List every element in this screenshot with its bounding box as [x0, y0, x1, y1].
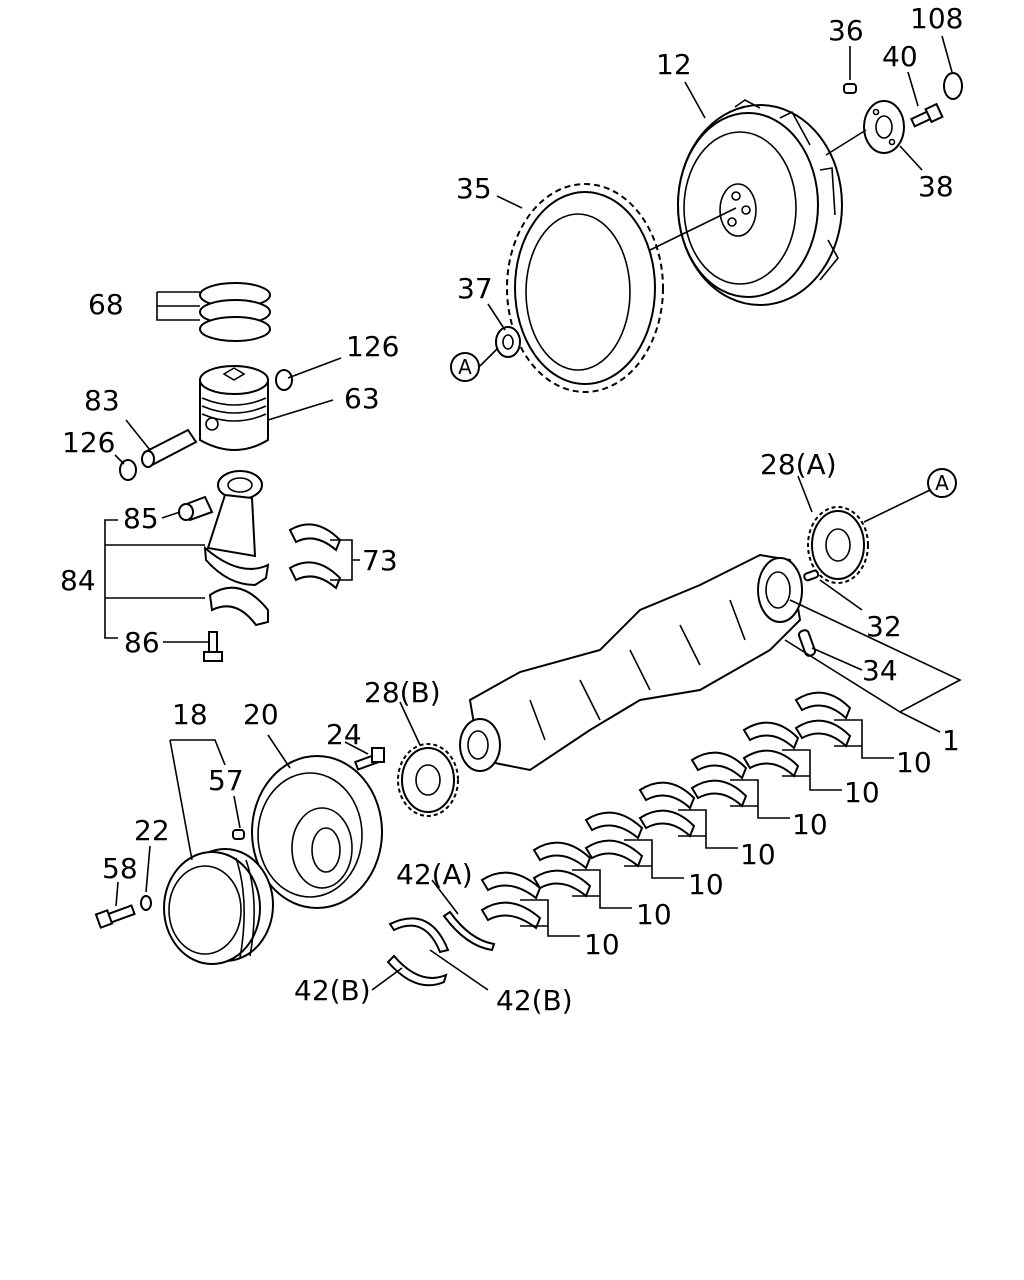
label-10-b: 10: [844, 776, 880, 809]
damper: [251, 755, 383, 909]
label-42b-right: 42(B): [496, 984, 573, 1017]
piston-rings: [199, 282, 271, 342]
pulley: [163, 848, 274, 965]
label-85: 85: [123, 502, 159, 535]
leader-lines: [104, 35, 962, 991]
label-32: 32: [866, 610, 902, 643]
piston-pin: [141, 428, 198, 468]
o-ring-108: [943, 72, 963, 100]
crank-gear-b: [397, 743, 459, 817]
washer-22: [140, 895, 152, 911]
callout-a-left-text: A: [458, 355, 472, 379]
flange-bolt: [910, 102, 944, 128]
part-labels: 36 108 40 12 35 38 37 68 126 63 83 126 2…: [60, 2, 963, 1017]
label-126-right: 126: [346, 330, 399, 363]
rod-bearings: [288, 523, 342, 590]
label-73: 73: [362, 544, 398, 577]
label-24: 24: [326, 718, 362, 751]
label-28a: 28(A): [760, 448, 837, 481]
label-10-d: 10: [740, 838, 776, 871]
label-68: 68: [88, 288, 124, 321]
label-42a: 42(A): [396, 858, 473, 891]
snap-ring-126-right: [275, 369, 293, 391]
flywheel: [677, 99, 843, 306]
label-20: 20: [243, 698, 279, 731]
label-63: 63: [344, 382, 380, 415]
small-end-bushing: [178, 495, 214, 522]
pin-57: [232, 829, 245, 840]
rod-cap: [208, 586, 269, 627]
main-bearings: [480, 691, 852, 930]
thrust-washers: [386, 910, 496, 987]
label-10-e: 10: [688, 868, 724, 901]
snap-ring-126-left: [119, 459, 137, 481]
label-10-g: 10: [584, 928, 620, 961]
pilot-bearing: [495, 326, 521, 358]
callout-a-left: A: [450, 352, 480, 382]
label-38: 38: [918, 170, 954, 203]
label-57: 57: [208, 764, 244, 797]
key-32: [803, 569, 820, 582]
dowel-pin-36: [843, 83, 857, 94]
label-36: 36: [828, 14, 864, 47]
ring-gear: [506, 183, 664, 393]
label-37: 37: [457, 272, 493, 305]
label-35: 35: [456, 172, 492, 205]
label-40: 40: [882, 40, 918, 73]
label-84: 84: [60, 564, 96, 597]
label-12: 12: [656, 48, 692, 81]
label-10-c: 10: [792, 808, 828, 841]
label-108: 108: [910, 2, 963, 35]
piston: [199, 365, 269, 451]
label-34: 34: [862, 654, 898, 687]
label-86: 86: [124, 626, 160, 659]
callout-a-right-text: A: [935, 471, 949, 495]
label-22: 22: [134, 814, 170, 847]
label-28b: 28(B): [364, 676, 441, 709]
rod-bolt: [203, 631, 223, 662]
label-10-f: 10: [636, 898, 672, 931]
label-10-a: 10: [896, 746, 932, 779]
label-58: 58: [102, 852, 138, 885]
crankshaft: [459, 553, 803, 772]
label-18: 18: [172, 698, 208, 731]
crank-gear-a: [807, 506, 869, 584]
label-126-left: 126: [62, 426, 115, 459]
pulley-bolt-58: [94, 904, 136, 929]
flywheel-flange-plate: [863, 100, 905, 154]
callout-a-right: A: [927, 468, 957, 498]
label-1: 1: [942, 724, 960, 757]
label-42b-left: 42(B): [294, 974, 371, 1007]
bolt-24: [354, 747, 385, 771]
label-83: 83: [84, 384, 120, 417]
connecting-rod: [203, 470, 270, 587]
pin-34: [797, 629, 817, 657]
